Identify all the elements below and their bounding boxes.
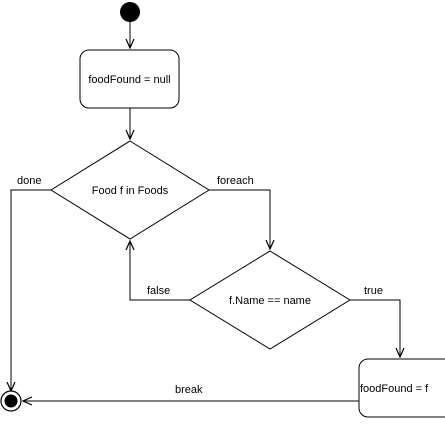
- initial-node: [120, 2, 140, 22]
- action-assign-label: foodFound = f: [360, 383, 429, 395]
- edge-break-label: break: [175, 384, 203, 396]
- decision-check-label: f.Name == name: [229, 295, 311, 307]
- action-init-label: foodFound = null: [88, 74, 170, 86]
- decision-loop-label: Food f in Foods: [92, 185, 169, 197]
- edge-true-label: true: [364, 285, 383, 297]
- edge-foreach-label: foreach: [217, 175, 254, 187]
- edge-loop-foreach: [209, 189, 270, 249]
- edge-false-label: false: [147, 285, 170, 297]
- decision-loop: [50, 140, 210, 240]
- action-assign: [358, 358, 445, 418]
- edge-check-false: [130, 241, 190, 301]
- decision-check: [189, 250, 351, 350]
- edge-done-label: done: [17, 175, 41, 187]
- edge-check-true: [350, 299, 400, 357]
- final-node-core: [4, 394, 18, 408]
- edge-loop-done: [11, 189, 51, 391]
